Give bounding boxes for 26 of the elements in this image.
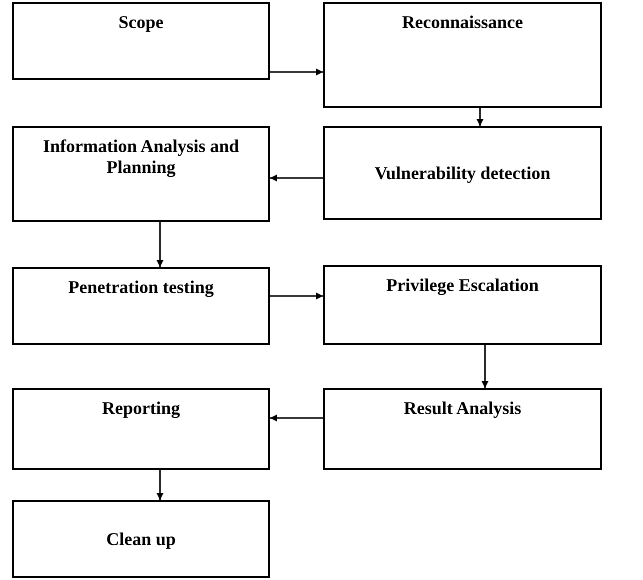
arrow [156, 222, 164, 267]
step-label: Reconnaissance [402, 12, 523, 33]
process-box [323, 388, 602, 470]
process-box [12, 388, 270, 470]
step-label: Scope [118, 12, 164, 33]
step-label: Penetration testing [68, 277, 214, 298]
arrow [476, 108, 484, 126]
step-label: Result Analysis [404, 398, 522, 419]
step-label: Information Analysis and Planning [42, 136, 240, 178]
arrow [270, 292, 323, 300]
process-box [12, 126, 270, 222]
arrow [270, 174, 323, 182]
process-box [12, 267, 270, 345]
step-label: Vulnerability detection [374, 162, 550, 184]
step-label: Clean up [106, 528, 176, 550]
arrow [270, 414, 323, 422]
process-box [323, 265, 602, 345]
arrow [482, 345, 488, 388]
process-box [323, 2, 602, 108]
step-label: Privilege Escalation [386, 275, 539, 296]
process-box [12, 500, 270, 578]
process-box [323, 126, 602, 220]
arrow [270, 68, 323, 76]
arrow [156, 470, 164, 500]
step-label: Reporting [102, 398, 180, 419]
process-box [12, 2, 270, 80]
